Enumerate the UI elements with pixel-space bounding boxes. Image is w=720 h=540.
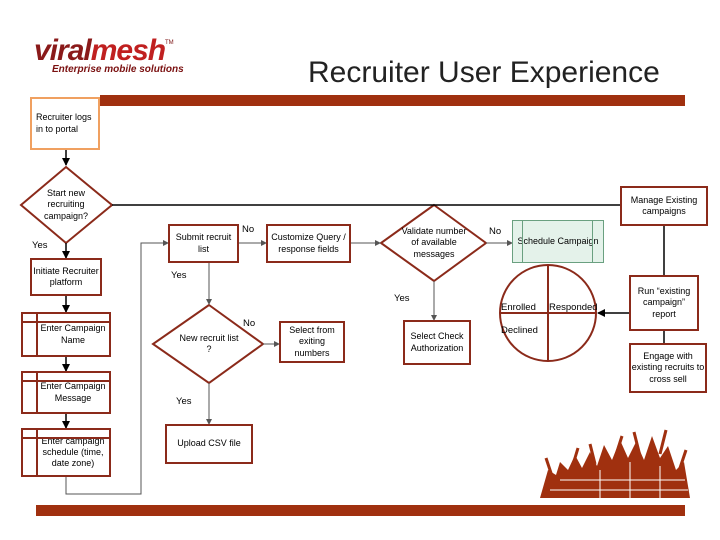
enter-schedule-label: Enter campaign schedule (time, date zone… [41, 435, 105, 469]
run-report-label: Run “existing campaign” report [637, 286, 691, 319]
footer-bar [36, 505, 685, 516]
yes-validate-label: Yes [394, 293, 410, 304]
customize-label: Customize Query / response fields [271, 232, 346, 254]
upload-csv-box: Upload CSV file [165, 424, 253, 464]
enter-schedule-box: Enter campaign schedule (time, date zone… [21, 428, 111, 477]
new-list-label-wrap: New recruit list ? [176, 330, 242, 358]
schedule-label: Schedule Campaign [517, 235, 599, 246]
upload-csv-label: Upload CSV file [177, 438, 241, 449]
initiate-label: Initiate Recruiter platform [33, 265, 99, 287]
manage-box: Manage Existing campaigns [620, 186, 708, 226]
logo-mesh: mesh [90, 34, 166, 67]
select-existing-label: Select from exiting numbers [289, 325, 335, 358]
enter-name-topbar [23, 321, 109, 323]
enter-name-label: Enter Campaign Name [40, 323, 106, 345]
enter-message-box: Enter Campaign Message [21, 371, 111, 414]
submit-list-box: Submit recruit list [168, 224, 239, 263]
crowd-arms-graphic [544, 429, 688, 477]
logs-in-label: Recruiter logs in to portal [36, 112, 92, 134]
initiate-box: Initiate Recruiter platform [30, 258, 102, 296]
select-check-label: Select Check Authorization [410, 331, 464, 353]
submit-list-label: Submit recruit list [175, 232, 232, 254]
connector-schedule-submit [65, 240, 169, 495]
manage-label: Manage Existing campaigns [630, 194, 698, 216]
enter-name-box: Enter Campaign Name [21, 312, 111, 357]
enrolled-label: Enrolled [501, 302, 536, 313]
schedule-right-bar [592, 221, 593, 262]
logs-in-box: Recruiter logs in to portal [30, 97, 100, 150]
header-bar [100, 95, 685, 106]
validate-label: Validate number of available messages [401, 226, 467, 259]
logo-viral: viral [34, 34, 92, 67]
no-new-label: No [243, 318, 256, 329]
run-report-box: Run “existing campaign” report [629, 275, 699, 331]
crowd-grid-graphic [550, 462, 688, 498]
logo-tagline: Enterprise mobile solutions [52, 64, 184, 75]
declined-label: Declined [501, 325, 538, 336]
schedule-left-bar [522, 221, 523, 262]
enter-name-divider [36, 314, 38, 355]
logo-trademark: TM [165, 40, 174, 46]
enter-schedule-divider [36, 430, 38, 475]
yes-new-label: Yes [176, 396, 192, 407]
new-list-label: New recruit list ? [179, 332, 239, 354]
start-new-label-wrap: Start new recruiting campaign? [36, 184, 96, 226]
logo-wordmark: viralmesh [34, 34, 166, 68]
start-new-label: Start new recruiting campaign? [43, 188, 89, 221]
engage-label: Engage with existing recruits to cross s… [631, 351, 705, 384]
page-title: Recruiter User Experience [308, 56, 660, 89]
no-validate-label: No [489, 226, 502, 237]
enter-message-topbar [23, 380, 109, 382]
engage-box: Engage with existing recruits to cross s… [629, 343, 707, 393]
enter-message-label: Enter Campaign Message [40, 381, 106, 403]
no-submit-label: No [242, 224, 255, 235]
schedule-box: Schedule Campaign [512, 220, 604, 263]
yes-submit-label: Yes [171, 270, 187, 281]
validate-label-wrap: Validate number of available messages [400, 218, 468, 268]
crowd-hands-graphic [540, 436, 690, 498]
customize-box: Customize Query / response fields [266, 224, 351, 263]
responded-label: Responded [549, 302, 598, 313]
enter-schedule-topbar [23, 437, 109, 439]
yes-start-label: Yes [32, 240, 48, 251]
select-check-box: Select Check Authorization [403, 320, 471, 365]
enter-message-divider [36, 373, 38, 412]
select-existing-box: Select from exiting numbers [279, 321, 345, 363]
